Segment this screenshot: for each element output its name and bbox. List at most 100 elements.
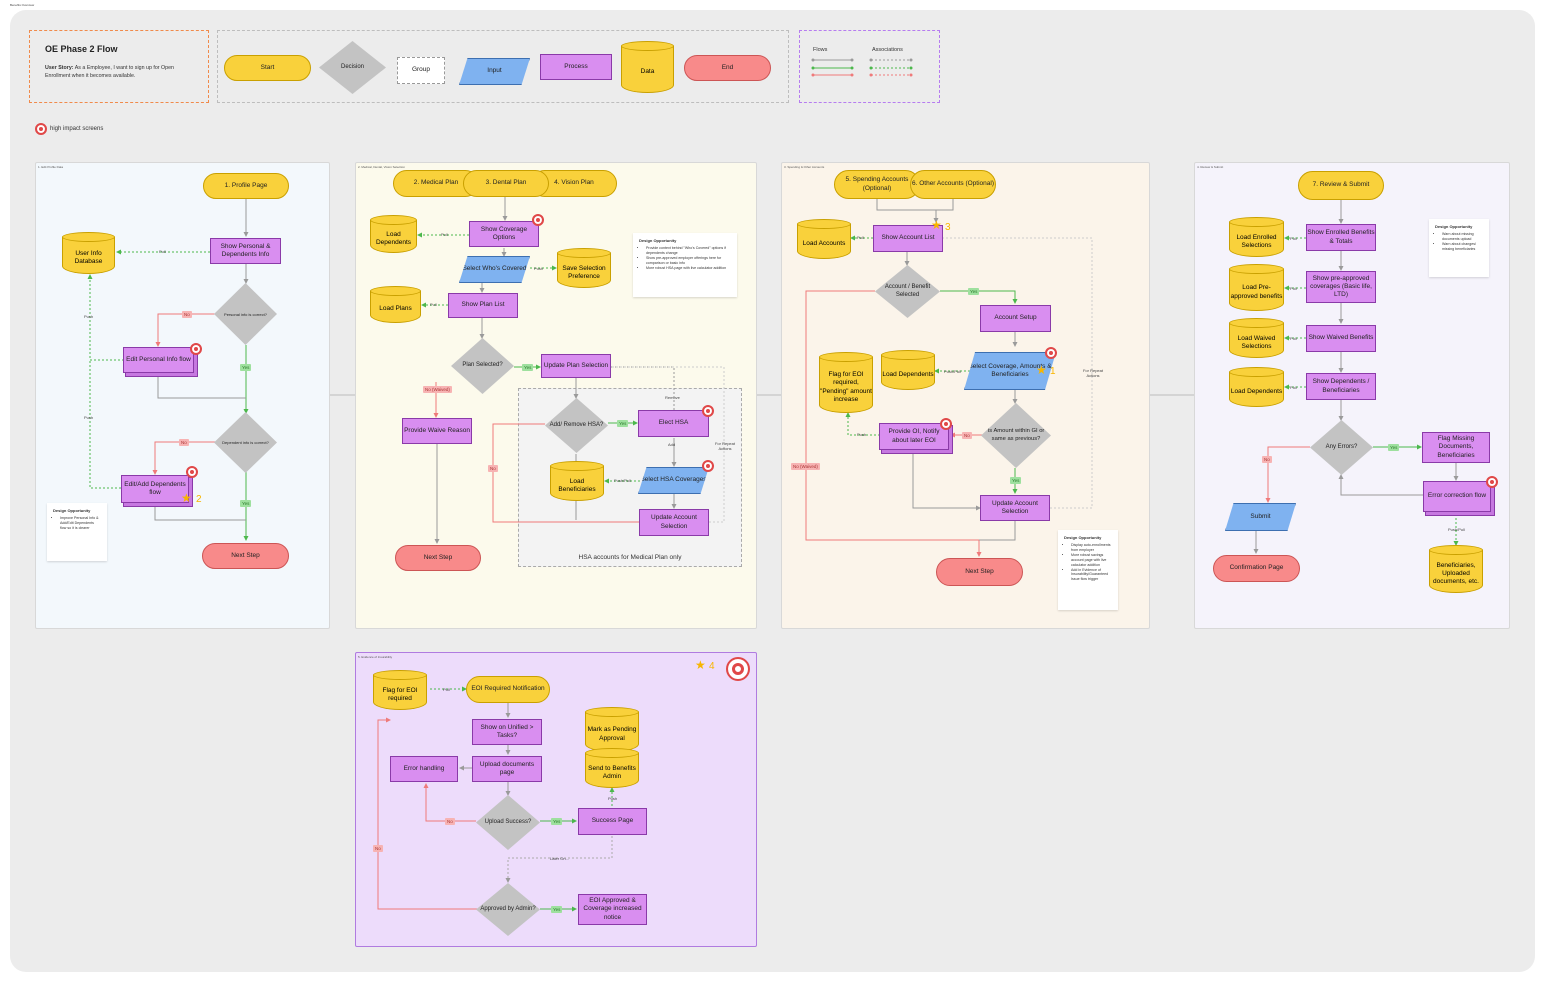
legend-group: Group [397,57,445,84]
target-icon [532,214,544,226]
save-selection-data: Save Selection Preference [557,248,611,288]
flows-legend: Flows Associations [799,30,940,103]
yes-tag: Yes [240,364,252,371]
flag-eoi-data: Flag for EOI required [373,670,427,710]
flag-eoi-data: Flag for EOI required, "Pending" amount … [819,352,873,413]
show-account-list: Show Account List [873,225,943,252]
confirmation-page-end: Confirmation Page [1213,555,1300,582]
yes-tag: Yes [617,420,629,427]
edge-label: Pull [441,232,448,237]
target-icon [35,123,47,135]
edge-label: Pull [430,302,437,307]
legend-start: Start [224,55,311,81]
update-account-selection: Update Account Selection [639,509,709,536]
show-preapproved-coverages: Show pre-approved coverages (Basic life,… [1306,271,1376,303]
select-coverage-input: Select Coverage, Amounts & Beneficiaries [964,352,1056,390]
user-story-prefix: User Story: [45,65,74,71]
no-tag: No (Waived) [791,463,820,470]
load-waived-data: Load Waived Selections [1229,318,1284,358]
edge-label: Push [84,314,94,319]
shape-legend [217,30,789,103]
edge-label: Remove [665,395,680,400]
eoi-approved-notice: EOI Approved & Coverage increased notice [578,894,647,925]
provide-oi-notify: Provide OI, Notify about later EOI [879,423,949,450]
design-opportunity-note: Design Opportunity Improve Personal Info… [47,503,107,561]
other-accounts-start: 6. Other Accounts (Optional) [910,170,996,199]
submit-input[interactable]: Submit [1225,503,1296,531]
load-dependents-data: Load Dependents [370,215,417,253]
user-story: User Story: As a Employee, I want to sig… [45,65,195,80]
design-opportunity-note: Design Opportunity Warn about missing do… [1429,219,1489,277]
error-correction-flow: Error correction flow [1423,481,1491,512]
edge-label: Push [534,266,544,271]
next-step-end: Next Step [202,543,289,569]
target-icon [940,418,952,430]
show-waived-benefits: Show Waived Benefits [1306,325,1376,352]
target-icon [702,460,714,472]
show-plan-list: Show Plan List [448,293,518,318]
load-dependents-data: Load Dependents [1229,367,1284,407]
no-tag: No [179,439,189,446]
target-icon [702,405,714,417]
star-icon: ★ [181,491,192,505]
star-number: 4 [709,661,715,672]
edge-label: Pull [443,687,450,692]
yes-tag: Yes [1388,444,1400,451]
edge-label: Push [857,432,867,437]
edge-label: Pull [1290,286,1297,291]
no-tag: No [1262,456,1272,463]
next-step-end: Next Step [936,558,1023,586]
edge-label: For Repeat Actions [714,441,735,451]
eoi-notification-start: EOI Required Notification [466,676,550,703]
load-beneficiaries-data: Load Beneficiaries [550,461,604,501]
edit-dependents-flow: Edit/Add Dependents flow [121,475,189,503]
select-whos-covered-input: Select Who's Covered [459,256,530,283]
show-enrolled-benefits: Show Enrolled Benefits & Totals [1306,224,1376,251]
title-box: OE Phase 2 Flow User Story: As a Employe… [29,30,209,103]
load-preapproved-data: Load Pre-approved benefits [1229,264,1284,311]
no-tag: No [962,432,972,439]
show-dependents-beneficiaries: Show Dependents / Beneficiaries [1306,373,1376,400]
edge-label: Pull [1290,385,1297,390]
load-plans-data: Load Plans [370,286,421,323]
no-tag: No [373,845,383,852]
hsa-group-label: HSA accounts for Medical Plan only [578,554,682,561]
spending-accounts-start: 5. Spending Accounts (Optional) [834,170,920,199]
page-title: OE Phase 2 Flow [45,44,118,54]
edge-label: Add [668,442,676,447]
edge-label: Push [608,796,618,801]
user-story-text: As a Employee, I want to sign up for Ope… [45,65,174,79]
legend-data: Data [621,41,674,93]
elect-hsa: Elect HSA [638,410,709,437]
review-submit-start: 7. Review & Submit [1298,171,1384,200]
dental-plan-start: 3. Dental Plan [463,170,549,197]
yes-tag: Yes [968,288,980,295]
show-on-unified-tasks: Show on Unified > Tasks? [472,719,542,745]
edge-label: Push/Pull [614,478,631,483]
edge-label: For Repeat Actions [1082,368,1103,378]
edge-label: Pull [159,249,166,254]
star-number: 1 [1050,366,1056,377]
error-handling: Error handling [390,756,458,782]
update-account-selection: Update Account Selection [980,495,1050,521]
star-icon: ★ [1036,363,1047,377]
legend-end: End [684,55,771,81]
flows-legend-lines [811,58,913,77]
account-setup: Account Setup [980,305,1051,332]
no-tag: No (Waived) [423,386,452,393]
legend-input: Input [459,58,530,85]
design-opportunity-note: Design Opportunity Display auto-enrollme… [1058,530,1118,610]
design-opportunity-note: Design Opportunity Provide context behin… [633,233,737,297]
edge-label: Push/Pull [1448,527,1465,532]
no-tag: No [182,311,192,318]
show-coverage-options: Show Coverage Options [469,221,539,247]
flag-missing-documents: Flag Missing Documents, Beneficiaries [1422,432,1490,463]
associations-legend-title: Associations [872,47,903,53]
target-icon [186,466,198,478]
target-icon [1486,476,1498,488]
no-tag: No [445,818,455,825]
beneficiaries-documents-data: Beneficiaries, Uploaded documents, etc. [1429,545,1483,593]
load-dependents-data: Load Dependents [881,350,935,390]
star-icon: ★ [931,218,942,232]
upload-documents-page: Upload documents page [472,756,542,782]
